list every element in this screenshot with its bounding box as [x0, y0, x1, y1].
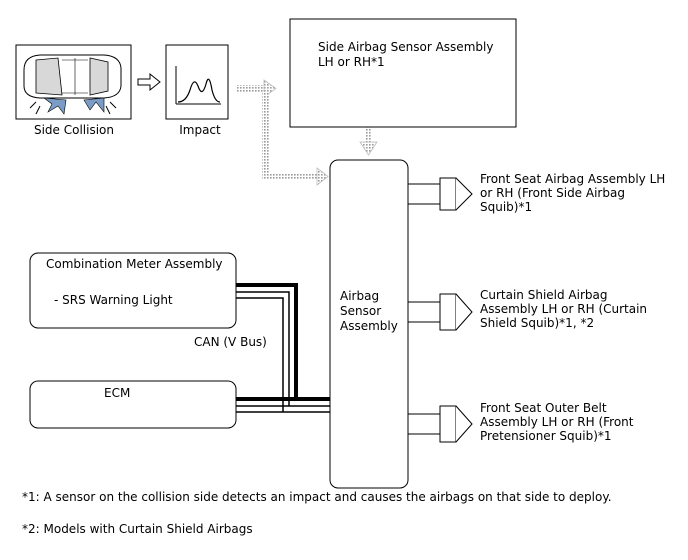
ecm-box	[29, 380, 237, 429]
airbag-sensor-line3: Assembly	[340, 319, 398, 333]
impact-label: Impact	[179, 123, 221, 137]
can-bus-lines	[236, 283, 330, 413]
collision-to-impact-arrow	[137, 72, 161, 92]
output-2-line2: Assembly LH or RH (Curtain	[480, 302, 647, 316]
combination-meter-title: Combination Meter Assembly	[46, 257, 223, 271]
output-1-line2: or RH (Front Side Airbag	[480, 186, 625, 200]
output-3-line3: Pretensioner Squib)*1	[480, 429, 612, 443]
ecm-label: ECM	[104, 386, 130, 400]
output-connector-2	[408, 293, 473, 331]
can-bus-label: CAN (V Bus)	[194, 335, 267, 349]
output-3-line2: Assembly LH or RH (Front	[480, 415, 634, 429]
impact-waveform-icon	[175, 66, 221, 105]
output-3-line1: Front Seat Outer Belt	[480, 401, 607, 415]
side-airbag-sensor-box	[289, 18, 517, 128]
output-2-line1: Curtain Shield Airbag	[480, 288, 608, 302]
output-connector-1	[408, 177, 473, 211]
side-collision-label: Side Collision	[34, 123, 114, 137]
impact-graph-box	[165, 44, 229, 120]
combination-meter-box	[29, 252, 237, 329]
footnote-2: *2: Models with Curtain Shield Airbags	[22, 522, 253, 536]
output-2-line3: Shield Squib)*1, *2	[480, 316, 594, 330]
airbag-sensor-line2: Sensor	[340, 304, 381, 318]
side-sensor-line1: Side Airbag Sensor Assembly	[318, 40, 493, 54]
output-connector-3	[408, 405, 473, 443]
impact-signal-paths	[236, 79, 378, 186]
car-collision-icon	[23, 54, 122, 115]
srs-warning-light-label: - SRS Warning Light	[54, 293, 173, 307]
footnote-1: *1: A sensor on the collision side detec…	[22, 490, 612, 504]
side-sensor-line2: LH or RH*1	[318, 55, 385, 69]
output-1-line1: Front Seat Airbag Assembly LH	[480, 172, 665, 186]
airbag-sensor-assembly-box	[329, 159, 409, 489]
airbag-sensor-line1: Airbag	[340, 289, 379, 303]
side-collision-box	[15, 44, 132, 120]
output-1-line3: Squib)*1	[480, 200, 532, 214]
